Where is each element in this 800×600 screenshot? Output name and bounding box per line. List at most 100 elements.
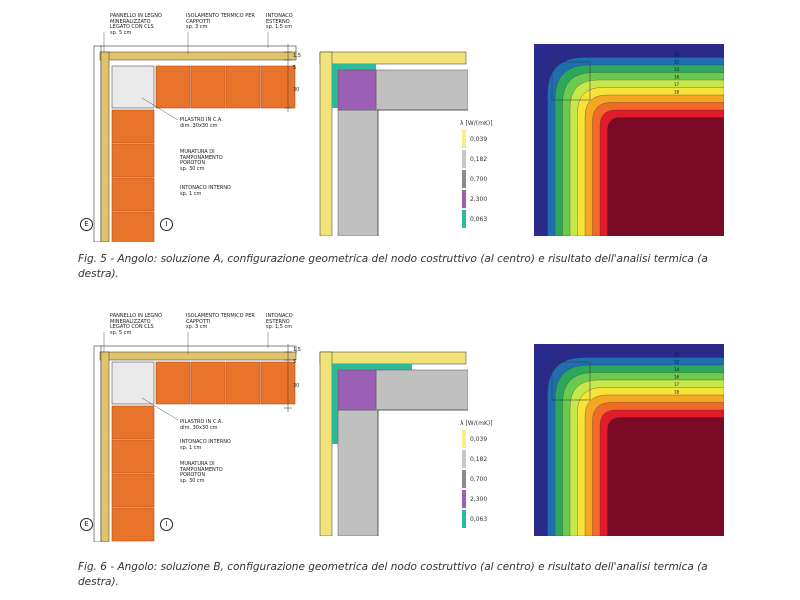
conductivity-legend: λ [W/(mK)] 0,039 0,182 0,700 2,300 0,063 <box>460 420 510 536</box>
leader-line <box>141 397 179 421</box>
label-insulation: ISOLAMENTO TERMICO PER CAPPOTTI sp. 3 cm <box>186 313 255 331</box>
figure-caption: Fig. 5 - Angolo: soluzione A, configuraz… <box>78 253 708 280</box>
geometric-configuration: λ [W/(mK)] 0,039 0,182 0,700 2,300 0,063 <box>318 50 510 237</box>
panel-layer <box>332 64 338 108</box>
legend-value: 2,300 <box>470 496 488 503</box>
dim-label-mid: 5 <box>293 359 297 365</box>
dim-label-top: 1,5 <box>293 53 301 59</box>
dim-label-big: 30 <box>293 383 300 389</box>
label-internal-plaster: INTONACO INTERNO sp. 1 cm <box>180 185 231 197</box>
label-panel: PANNELLO IN LEGNO MINERALIZZATO LEGATO C… <box>110 13 162 36</box>
dim-label-mid: 5 <box>293 65 297 71</box>
masonry-top <box>375 69 469 111</box>
legend-title: λ [W/(mK)] <box>460 120 493 127</box>
insulation-side <box>319 351 333 537</box>
legend-swatch <box>462 450 466 468</box>
brick-block <box>111 507 155 542</box>
brick-block <box>225 361 261 405</box>
inner-plaster <box>377 409 468 536</box>
label-internal-plaster: INTONACO INTERNO sp. 1 cm <box>180 439 231 451</box>
brick-block <box>111 439 155 474</box>
legend-swatch <box>462 130 466 148</box>
wood-panel-top <box>99 51 297 61</box>
external-plaster-side <box>93 345 102 543</box>
legend-value: 0,182 <box>470 456 488 463</box>
brick-block <box>260 65 296 109</box>
brick-block <box>225 65 261 109</box>
geometric-configuration: λ [W/(mK)] 0,039 0,182 0,700 2,300 0,063 <box>318 350 510 537</box>
dim-label-top: 1,5 <box>293 347 301 353</box>
isotherm-label: 12 <box>674 60 680 65</box>
insulation-side <box>319 51 333 237</box>
conductivity-legend: λ [W/(mK)] 0,039 0,182 0,700 2,300 0,063 <box>460 120 510 236</box>
masonry-side <box>337 409 379 537</box>
thermal-isotherm-band <box>607 417 725 537</box>
label-pillar: PILASTRO IN C.A. dim. 30x30 cm <box>180 419 223 431</box>
pillar-outline <box>551 361 591 401</box>
wood-panel-side <box>100 51 110 243</box>
legend-value: 0,063 <box>470 216 488 223</box>
isotherm-label: 16 <box>674 375 680 380</box>
panel-layer <box>332 364 412 370</box>
isotherm-label: 18 <box>674 390 680 395</box>
detail-svg <box>93 32 297 246</box>
insulation-top <box>319 51 467 65</box>
legend-swatch <box>462 490 466 508</box>
pillar <box>337 369 377 411</box>
legend-value: 0,182 <box>470 156 488 163</box>
wood-panel-top <box>99 351 297 361</box>
legend-value: 0,700 <box>470 176 488 183</box>
isotherm-label: 12 <box>674 360 680 365</box>
thermal-isotherm-band <box>607 117 725 237</box>
label-panel: PANNELLO IN LEGNO MINERALIZZATO LEGATO C… <box>110 313 162 336</box>
legend-value: 0,039 <box>470 136 488 143</box>
legend-swatch <box>462 190 466 208</box>
construction-detail-drawing: PANNELLO IN LEGNO MINERALIZZATO LEGATO C… <box>76 308 306 543</box>
inner-plaster <box>377 109 468 236</box>
legend-value: 0,039 <box>470 436 488 443</box>
legend-swatch <box>462 430 466 448</box>
isotherm-label: 14 <box>674 367 680 372</box>
isotherm-label: 17 <box>674 82 680 87</box>
legend-value: 0,700 <box>470 476 488 483</box>
label-masonry: MURATURA DI TAMPONAMENTO POROTON sp. 30 … <box>180 149 223 172</box>
legend-swatch <box>462 210 466 228</box>
legend-swatch <box>462 150 466 168</box>
brick-block <box>111 109 155 144</box>
brick-block <box>111 473 155 508</box>
exterior-marker: E <box>80 518 93 531</box>
wood-panel-side <box>100 351 110 543</box>
label-external-plaster: INTONACO ESTERNO sp. 1,5 cm <box>266 13 293 31</box>
isotherm-label: 14 <box>674 67 680 72</box>
brick-block <box>111 143 155 178</box>
legend-swatch <box>462 170 466 188</box>
config-svg <box>318 50 469 237</box>
interior-marker: I <box>160 218 173 231</box>
config-svg <box>318 350 469 537</box>
panel-layer <box>332 364 338 444</box>
brick-block <box>190 361 226 405</box>
detail-svg <box>93 332 297 543</box>
brick-block <box>155 361 191 405</box>
masonry-side <box>337 109 379 237</box>
isotherm-label: 18 <box>674 90 680 95</box>
brick-block <box>111 405 155 440</box>
figure-caption: Fig. 6 - Angolo: soluzione B, configuraz… <box>78 561 708 588</box>
panel-layer <box>332 64 376 70</box>
brick-block <box>111 211 155 246</box>
exterior-marker: E <box>80 218 93 231</box>
isotherm-label: 10 <box>674 352 680 357</box>
pillar <box>337 69 377 111</box>
insulation-top <box>319 351 467 365</box>
interior-marker: I <box>160 518 173 531</box>
masonry-top <box>375 369 469 411</box>
legend-value: 2,300 <box>470 196 488 203</box>
label-external-plaster: INTONACO ESTERNO sp. 1,5 cm <box>266 313 293 331</box>
brick-block <box>111 177 155 212</box>
legend-swatch <box>462 510 466 528</box>
leader-line <box>141 97 179 121</box>
